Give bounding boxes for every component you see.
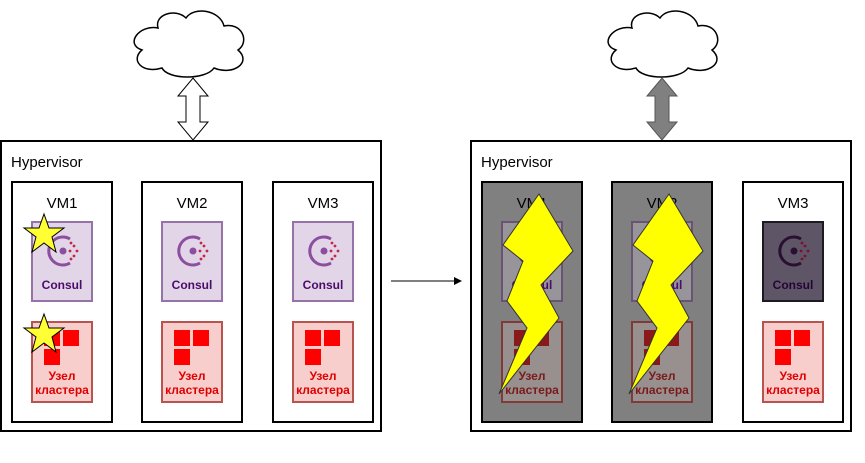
double-arrow-icon-left (176, 77, 210, 141)
hypervisor-label: Hypervisor (11, 154, 83, 171)
vm-label: VM2 (176, 195, 208, 212)
consul-service: Consul (762, 221, 824, 302)
double-arrow-icon-right (645, 77, 679, 141)
star-icon (22, 312, 66, 354)
consul-logo-icon (177, 235, 209, 267)
consul-logo-icon (308, 235, 340, 267)
consul-service: Consul (161, 221, 223, 302)
lightning-icon (498, 193, 574, 395)
vm-label: VM3 (307, 195, 339, 212)
consul-label: Consul (41, 278, 83, 292)
consul-logo-icon (47, 235, 79, 267)
vm-label: VM1 (46, 195, 78, 212)
cloud-icon-right (607, 10, 719, 78)
consul-service: Consul (292, 221, 354, 302)
lightning-icon (628, 193, 704, 395)
cloud-icon-left (133, 10, 245, 78)
consul-logo-icon (778, 235, 810, 267)
consul-label: Consul (772, 278, 814, 292)
consul-label: Consul (302, 278, 344, 292)
right-arrow-icon (391, 277, 462, 285)
hypervisor-label: Hypervisor (481, 154, 553, 171)
star-icon (22, 212, 66, 254)
consul-label: Consul (171, 278, 213, 292)
vm-label: VM3 (777, 195, 809, 212)
